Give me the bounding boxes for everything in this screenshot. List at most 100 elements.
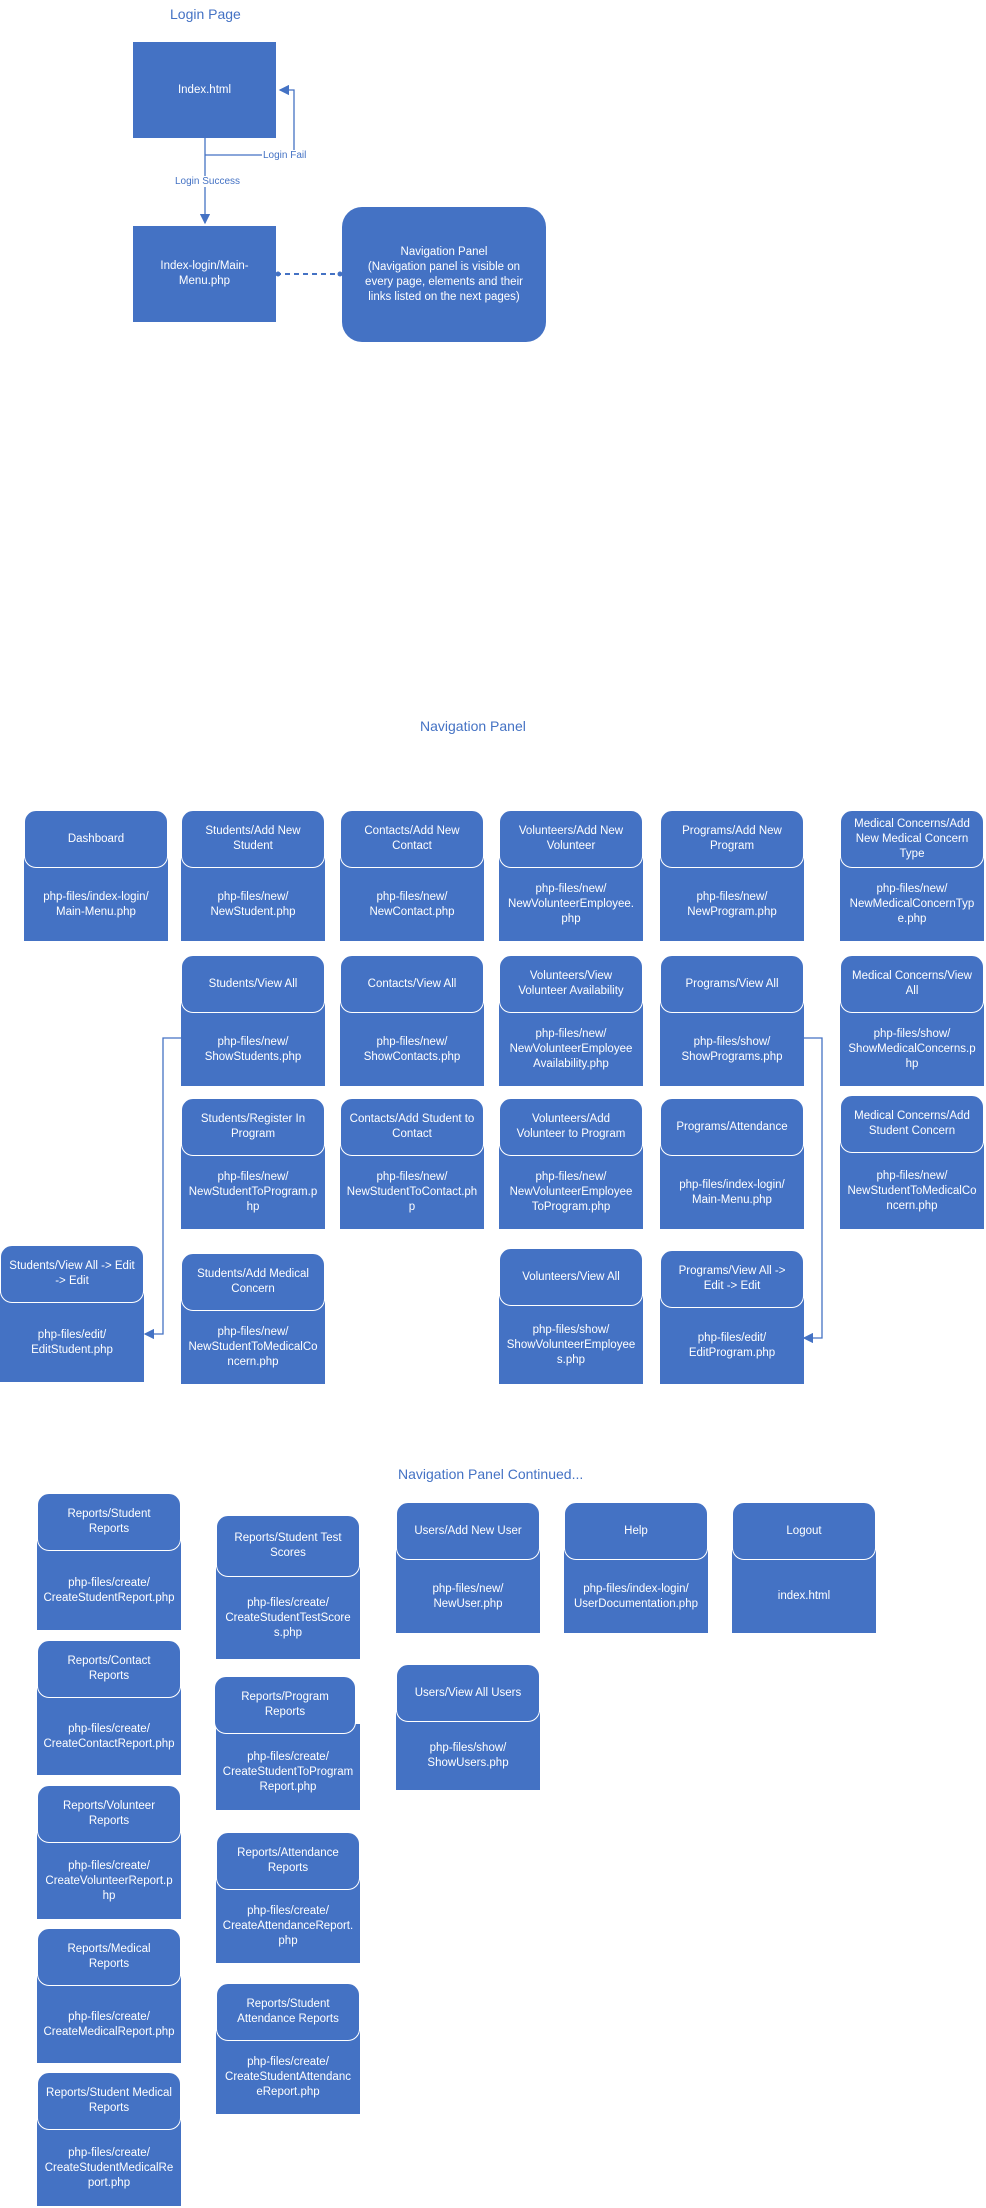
nav-card-view-students[interactable]: Students/View All php-files/new/ ShowStu… [181,955,325,1086]
nav-card-view-users[interactable]: Users/View All Users php-files/show/ Sho… [396,1664,540,1790]
nav-card-link: php-files/create/ CreateAttendanceReport… [216,1880,360,1963]
nav-card-link: php-files/create/ CreateStudentReport.ph… [37,1541,181,1630]
nav-card-head: Reports/Program Reports [214,1676,356,1734]
nav-card-link: php-files/new/ NewMedicalConcernType.php [840,858,984,941]
nav-card-head: Help [564,1502,708,1560]
nav-card-head: Contacts/Add New Contact [340,810,484,868]
nav-card-head: Students/Add New Student [181,810,325,868]
nav-card-volunteer-availability[interactable]: Volunteers/View Volunteer Availability p… [499,955,643,1086]
nav-card-head: Programs/Add New Program [660,810,804,868]
nav-card-edit-student[interactable]: Students/View All -> Edit -> Edit php-fi… [0,1245,144,1382]
login-fail-label: Login Fail [262,150,308,161]
nav-card-student-concern[interactable]: Medical Concerns/Add Student Concern php… [840,1095,984,1229]
nav-card-link: php-files/create/ CreateStudentToProgram… [216,1724,360,1810]
nav-card-head: Students/View All -> Edit -> Edit [0,1245,144,1303]
nav-card-head: Reports/Student Attendance Reports [216,1983,360,2041]
nav-card-view-programs[interactable]: Programs/View All php-files/show/ ShowPr… [660,955,804,1086]
nav-card-head: Volunteers/Add Volunteer to Program [499,1098,643,1156]
nav-card-link: php-files/new/ NewStudentToProgram.php [181,1146,325,1229]
nav-card-student-reports[interactable]: Reports/Student Reports php-files/create… [37,1493,181,1630]
nav-card-add-medical-concern[interactable]: Students/Add Medical Concern php-files/n… [181,1253,325,1384]
nav-card-view-volunteers[interactable]: Volunteers/View All php-files/show/ Show… [499,1248,643,1384]
nav-card-volunteer-to-program[interactable]: Volunteers/Add Volunteer to Program php-… [499,1098,643,1229]
nav-card-link: php-files/show/ ShowMedicalConcerns.php [840,1003,984,1086]
nav-card-register-program[interactable]: Students/Register In Program php-files/n… [181,1098,325,1229]
nav-card-volunteer-reports[interactable]: Reports/Volunteer Reports php-files/crea… [37,1785,181,1919]
nav-card-head: Logout [732,1502,876,1560]
nav-card-dashboard[interactable]: Dashboard php-files/index-login/ Main-Me… [24,810,168,941]
nav-card-head: Medical Concerns/View All [840,955,984,1013]
nav-card-head: Reports/Contact Reports [37,1640,181,1698]
login-page-title: Login Page [170,6,241,22]
nav-card-add-medical-type[interactable]: Medical Concerns/Add New Medical Concern… [840,810,984,941]
nav-card-head: Reports/Medical Reports [37,1928,181,1986]
nav-card-medical-reports[interactable]: Reports/Medical Reports php-files/create… [37,1928,181,2063]
navigation-continued-title: Navigation Panel Continued... [398,1466,584,1482]
nav-card-student-attendance-reports[interactable]: Reports/Student Attendance Reports php-f… [216,1983,360,2114]
nav-card-add-program[interactable]: Programs/Add New Program php-files/new/ … [660,810,804,941]
nav-card-head: Reports/Student Test Scores [216,1515,360,1577]
nav-card-link: php-files/new/ NewVolunteerEmployee Avai… [499,1003,643,1086]
nav-card-head: Medical Concerns/Add Student Concern [840,1095,984,1153]
nav-card-head: Reports/Student Reports [37,1493,181,1551]
nav-card-link: php-files/edit/ EditProgram.php [660,1298,804,1384]
nav-card-attendance-reports[interactable]: Reports/Attendance Reports php-files/cre… [216,1832,360,1963]
nav-card-head: Students/Register In Program [181,1098,325,1156]
nav-card-head: Contacts/Add Student to Contact [340,1098,484,1156]
nav-card-head: Volunteers/View Volunteer Availability [499,955,643,1013]
nav-card-link: php-files/new/ NewStudentToMedicalConcer… [181,1301,325,1384]
navigation-panel-box: Navigation Panel (Navigation panel is vi… [342,207,546,342]
nav-card-view-contacts[interactable]: Contacts/View All php-files/new/ ShowCon… [340,955,484,1086]
nav-card-head: Medical Concerns/Add New Medical Concern… [840,810,984,868]
nav-card-link: php-files/new/ NewProgram.php [660,858,804,941]
nav-card-link: php-files/new/ NewVolunteerEmployee.php [499,858,643,941]
nav-card-logout[interactable]: Logout index.html [732,1502,876,1633]
nav-card-link: php-files/new/ NewUser.php [396,1550,540,1633]
nav-card-link: php-files/new/ NewStudent.php [181,858,325,941]
nav-card-head: Programs/View All [660,955,804,1013]
nav-card-attendance[interactable]: Programs/Attendance php-files/index-logi… [660,1098,804,1229]
nav-card-student-to-contact[interactable]: Contacts/Add Student to Contact php-file… [340,1098,484,1229]
index-html-box: Index.html [133,42,276,138]
nav-card-head: Contacts/View All [340,955,484,1013]
nav-card-head: Programs/Attendance [660,1098,804,1156]
nav-card-head: Users/View All Users [396,1664,540,1722]
nav-card-link: php-files/create/ CreateMedicalReport.ph… [37,1976,181,2063]
nav-card-link: php-files/create/ CreateContactReport.ph… [37,1688,181,1775]
nav-card-add-contact[interactable]: Contacts/Add New Contact php-files/new/ … [340,810,484,941]
nav-card-link: php-files/edit/ EditStudent.php [0,1293,144,1382]
nav-card-add-volunteer[interactable]: Volunteers/Add New Volunteer php-files/n… [499,810,643,941]
nav-card-edit-program[interactable]: Programs/View All -> Edit -> Edit php-fi… [660,1250,804,1384]
nav-card-test-scores[interactable]: Reports/Student Test Scores php-files/cr… [216,1515,360,1659]
nav-card-head: Dashboard [24,810,168,868]
nav-card-link: php-files/new/ ShowContacts.php [340,1003,484,1086]
login-success-label: Login Success [174,176,242,187]
nav-card-link: php-files/create/ CreateStudentAttendanc… [216,2031,360,2114]
nav-card-head: Students/Add Medical Concern [181,1253,325,1311]
nav-connectors [143,1037,823,1344]
nav-card-head: Users/Add New User [396,1502,540,1560]
nav-card-link: php-files/index-login/ Main-Menu.php [24,858,168,941]
nav-card-head: Volunteers/View All [499,1248,643,1306]
nav-card-head: Volunteers/Add New Volunteer [499,810,643,868]
nav-card-link: php-files/new/ NewStudentToMedicalConcer… [840,1143,984,1229]
nav-card-link: index.html [732,1550,876,1633]
nav-card-view-medical[interactable]: Medical Concerns/View All php-files/show… [840,955,984,1086]
nav-card-add-student[interactable]: Students/Add New Student php-files/new/ … [181,810,325,941]
nav-card-link: php-files/show/ ShowPrograms.php [660,1003,804,1086]
nav-card-contact-reports[interactable]: Reports/Contact Reports php-files/create… [37,1640,181,1775]
navigation-panel-title: Navigation Panel [420,718,526,734]
nav-card-link: php-files/new/ NewContact.php [340,858,484,941]
nav-card-link: php-files/create/ CreateStudentMedicalRe… [37,2120,181,2206]
nav-card-link: php-files/show/ ShowUsers.php [396,1712,540,1790]
main-menu-box: Index-login/Main-Menu.php [133,226,276,322]
nav-card-student-medical-reports[interactable]: Reports/Student Medical Reports php-file… [37,2072,181,2206]
nav-card-program-reports[interactable]: Reports/Program Reports php-files/create… [214,1676,360,1810]
nav-card-link: php-files/index-login/ UserDocumentation… [564,1550,708,1633]
nav-card-link: php-files/new/ NewStudentToContact.php [340,1146,484,1229]
nav-card-link: php-files/create/ CreateVolunteerReport.… [37,1833,181,1919]
nav-card-head: Reports/Student Medical Reports [37,2072,181,2130]
nav-card-add-user[interactable]: Users/Add New User php-files/new/ NewUse… [396,1502,540,1633]
nav-card-help[interactable]: Help php-files/index-login/ UserDocument… [564,1502,708,1633]
nav-card-link: php-files/show/ ShowVolunteerEmployees.p… [499,1296,643,1384]
